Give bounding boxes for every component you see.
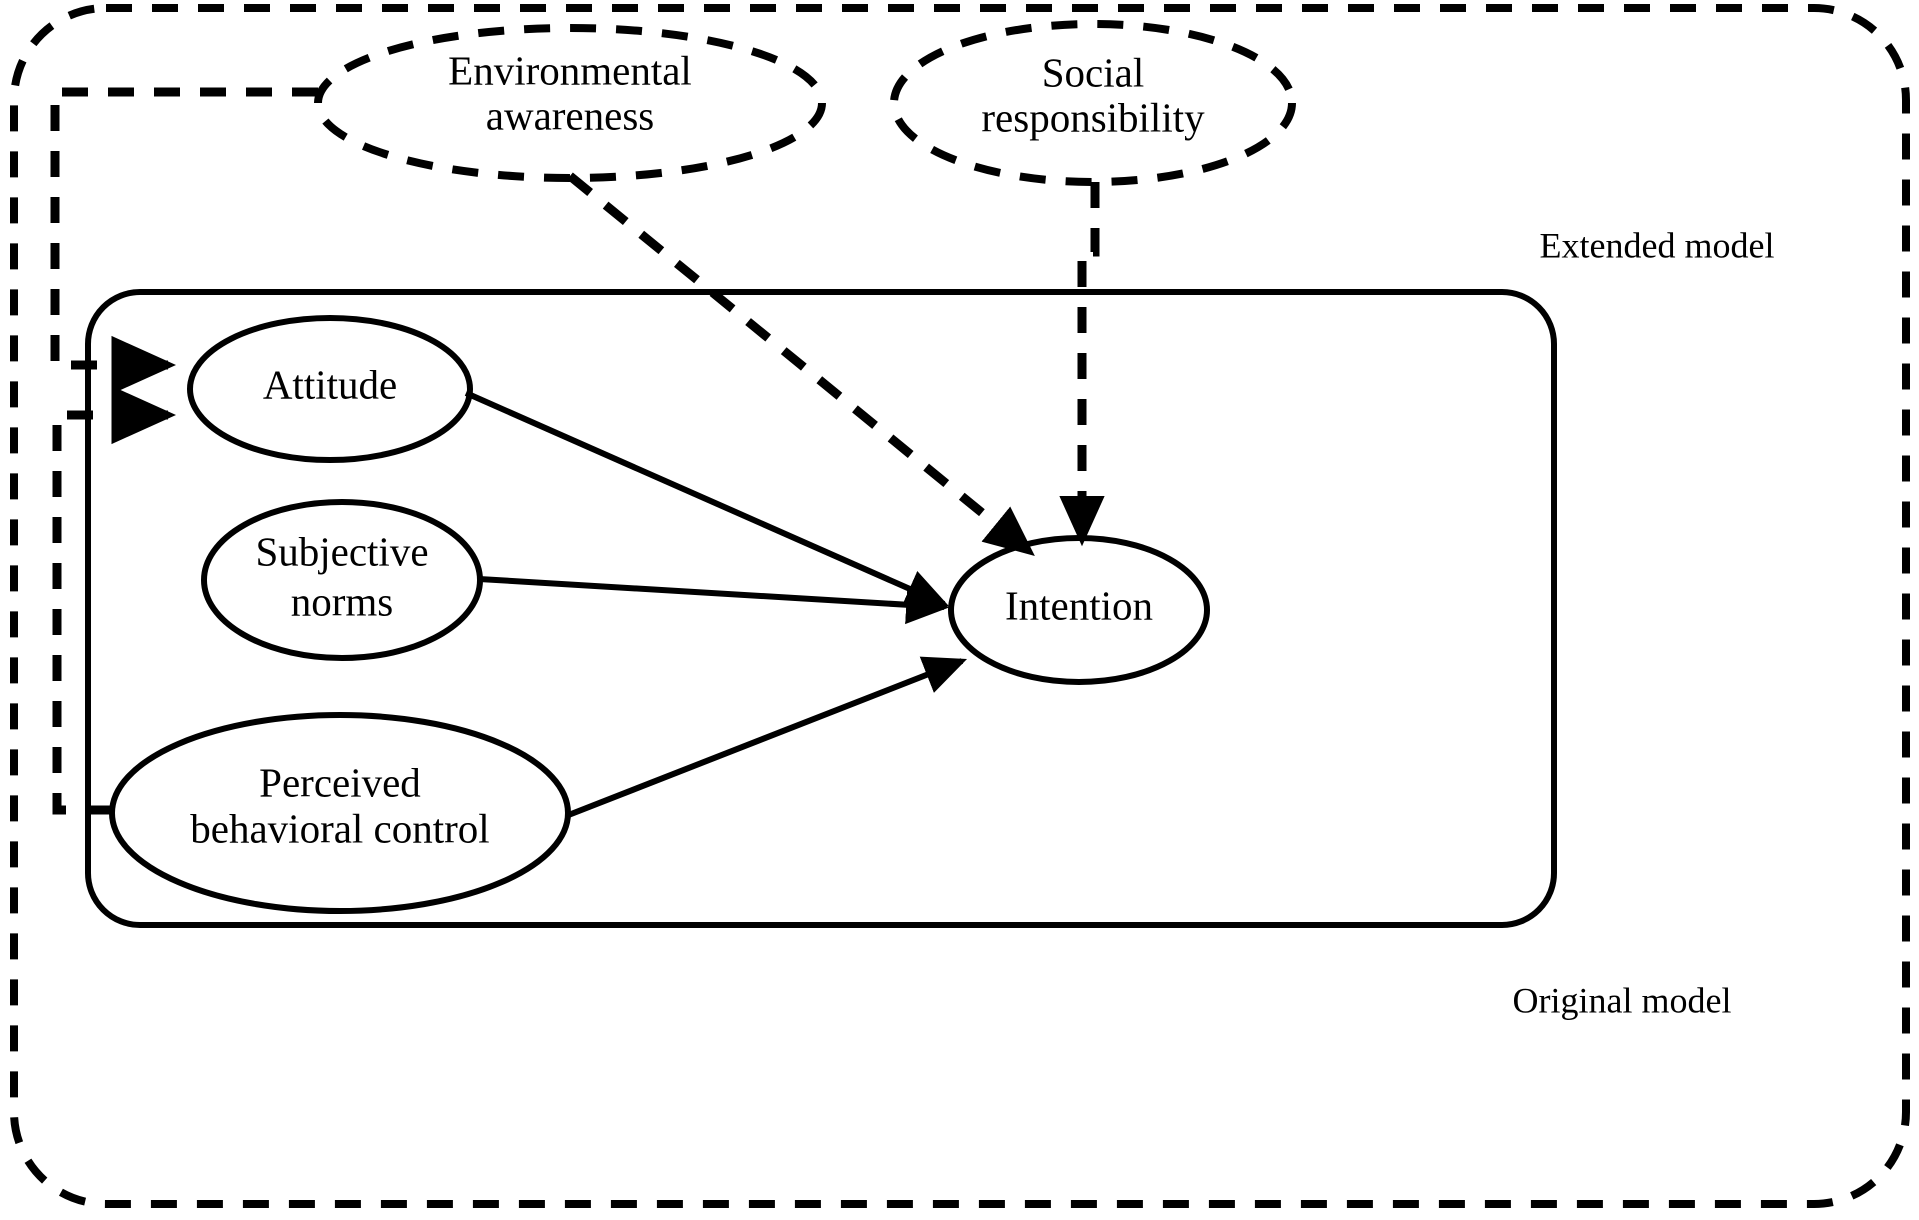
original-model-boundary <box>85 289 1557 928</box>
environmental-awareness-label-line2: awareness <box>486 92 654 138</box>
node-subjective-norms[interactable]: Subjective norms <box>201 499 483 661</box>
attitude-ellipse <box>187 315 473 463</box>
node-perceived-behavioral-control[interactable]: Perceived behavioral control <box>109 712 571 914</box>
edge-env-awareness-to-intention <box>567 172 1035 556</box>
perceived-behavioral-control-label-line1: Perceived <box>259 759 421 805</box>
perceived-behavioral-control-label-line2: behavioral control <box>190 805 489 851</box>
social-responsibility-label-line1: Social <box>1042 49 1144 95</box>
environmental-awareness-label-line1: Environmental <box>448 47 692 93</box>
social-responsibility-label-line2: responsibility <box>981 94 1205 140</box>
node-environmental-awareness[interactable]: Environmental awareness <box>314 24 826 182</box>
extended-model-label: Extended model <box>1540 225 1775 265</box>
social-responsibility-ellipse <box>890 20 1296 186</box>
edge-subjective-norms-to-intention <box>478 576 950 625</box>
node-attitude[interactable]: Attitude <box>187 315 473 463</box>
subjective-norms-ellipse <box>201 499 483 661</box>
subjective-norms-label-line1: Subjective <box>255 528 428 574</box>
attitude-label: Attitude <box>263 361 397 407</box>
edge-pbc-to-attitude <box>52 385 177 815</box>
perceived-behavioral-control-ellipse <box>109 712 571 914</box>
node-social-responsibility[interactable]: Social responsibility <box>890 20 1296 186</box>
node-intention[interactable]: Intention <box>948 535 1210 685</box>
intention-label: Intention <box>1005 582 1153 628</box>
original-model-label: Original model <box>1513 980 1732 1020</box>
edge-attitude-to-intention <box>464 390 949 607</box>
environmental-awareness-ellipse <box>314 24 826 182</box>
intention-ellipse <box>948 535 1210 685</box>
edge-pbc-to-intention <box>564 656 968 819</box>
extended-model-boundary <box>10 4 1910 1208</box>
edge-social-responsibility-to-intention <box>1059 182 1105 547</box>
subjective-norms-label-line2: norms <box>291 578 394 624</box>
